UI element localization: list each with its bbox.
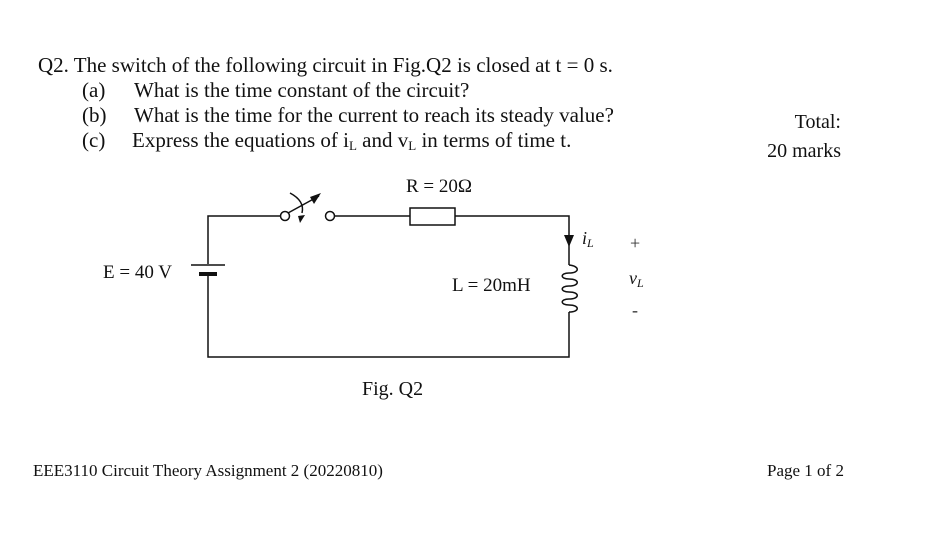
footer-course: EEE3110 Circuit Theory Assignment 2 (202… (33, 461, 383, 480)
source-label: E = 40 V (103, 262, 172, 283)
resistor-label: R = 20Ω (406, 176, 473, 197)
marks-total-value: 20 marks (767, 140, 841, 162)
wire-top-left (207, 215, 281, 264)
current-subscript: L (587, 236, 594, 250)
resistor-symbol (409, 207, 456, 226)
voltage-label: vL (629, 268, 644, 291)
switch-contact-left (279, 210, 291, 222)
current-label: iL (582, 228, 594, 251)
part-b-label: (b) (82, 103, 107, 127)
current-symbol: i (582, 228, 588, 248)
switch-arrow-head-up (310, 193, 321, 204)
part-c-text-post: in terms of time t. (416, 128, 572, 152)
part-c-text: Express the equations of iL and vL in te… (132, 128, 571, 154)
voltage-symbol: v (629, 268, 637, 288)
figure-caption: Fig. Q2 (362, 378, 424, 400)
switch-curve (289, 192, 304, 214)
question-title: Q2. The switch of the following circuit … (38, 53, 613, 77)
battery-short-plate (199, 272, 217, 276)
inductor-coil (561, 264, 578, 313)
inductor-label: L = 20mH (452, 275, 531, 296)
voltage-subscript: L (637, 276, 644, 290)
part-c-sub-2: L (408, 138, 417, 153)
footer-page-number: Page 1 of 2 (767, 461, 844, 480)
part-c-label: (c) (82, 128, 106, 152)
part-b-text: What is the time for the current to reac… (134, 103, 614, 127)
part-c-text-pre: Express the equations of i (132, 128, 349, 152)
part-c-sub-1: L (348, 138, 357, 153)
wire-top-right (455, 215, 570, 265)
part-c-text-mid: and v (356, 128, 409, 152)
switch-arrow-head-down (298, 215, 305, 223)
marks-total-label: Total: (794, 111, 841, 133)
current-arrow-icon (564, 235, 574, 247)
part-a-label: (a) (82, 78, 106, 102)
part-a-text: What is the time constant of the circuit… (134, 78, 470, 102)
wire-bottom (207, 276, 570, 358)
marks-total: Total: 20 marks (767, 108, 841, 166)
switch-contact-right (324, 210, 336, 222)
minus-sign: - (632, 300, 638, 320)
plus-sign: + (630, 233, 641, 253)
